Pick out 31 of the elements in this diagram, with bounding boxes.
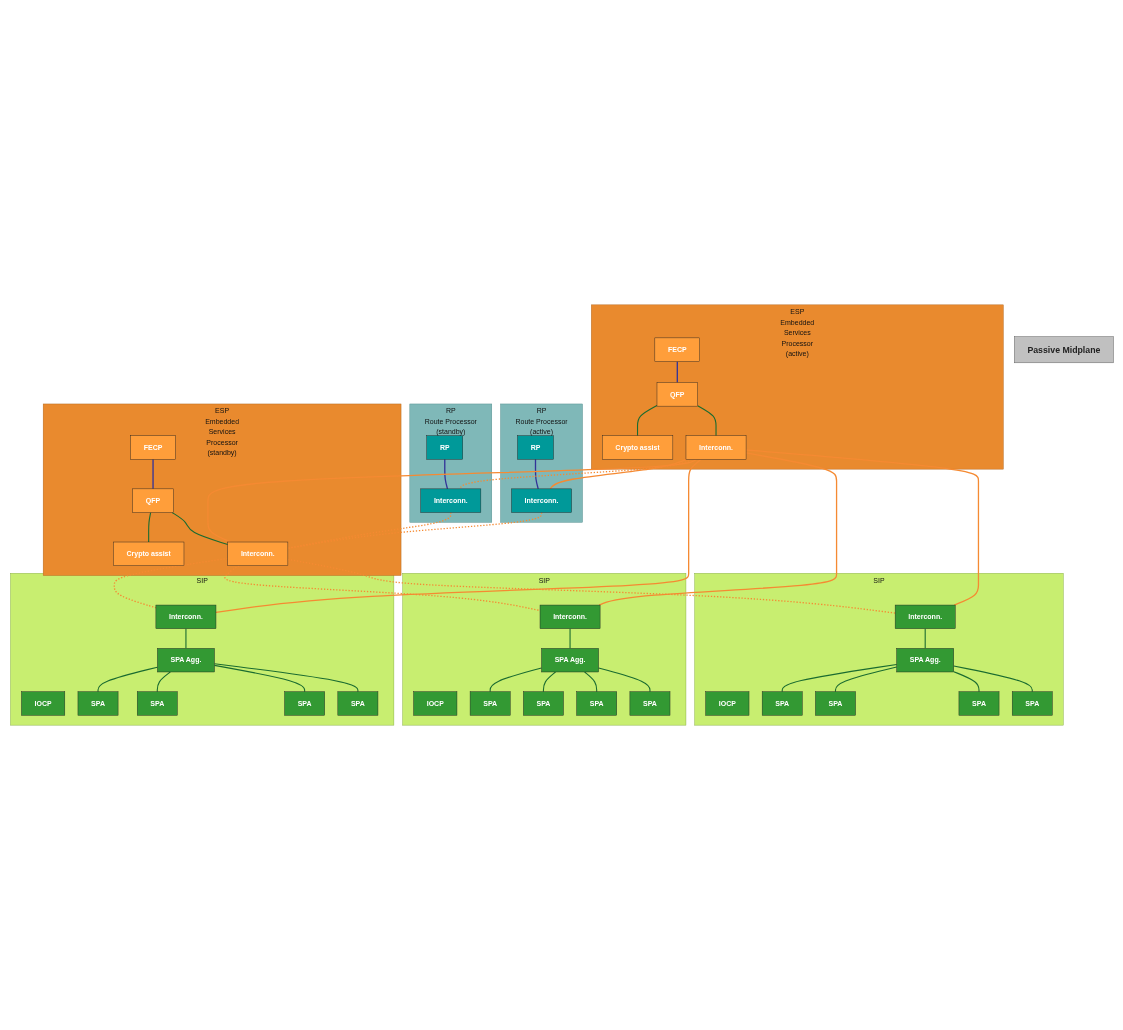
connector (952, 665, 1033, 693)
connector (206, 458, 697, 543)
connector (151, 458, 154, 490)
connector (184, 628, 186, 649)
connector (443, 458, 448, 490)
connector (569, 628, 571, 649)
connector (834, 666, 897, 693)
connector (156, 671, 171, 693)
connector (924, 628, 926, 649)
connector (549, 458, 687, 490)
connector (223, 565, 541, 612)
connector (213, 663, 358, 693)
connector (171, 511, 228, 546)
node-box: Passive Midplane (1013, 336, 1114, 364)
connector (781, 663, 897, 693)
connector (696, 405, 717, 437)
connector (636, 404, 658, 437)
connector (534, 458, 539, 490)
connector (952, 671, 980, 693)
connector (96, 666, 158, 693)
connector (213, 664, 305, 693)
connector (597, 667, 650, 693)
connector (583, 671, 597, 693)
connector (147, 511, 151, 543)
connector (113, 557, 228, 609)
connector (744, 449, 979, 606)
connector (489, 667, 542, 693)
connector (458, 458, 692, 490)
connector (542, 671, 556, 693)
connector (214, 458, 702, 614)
connector (676, 360, 678, 384)
